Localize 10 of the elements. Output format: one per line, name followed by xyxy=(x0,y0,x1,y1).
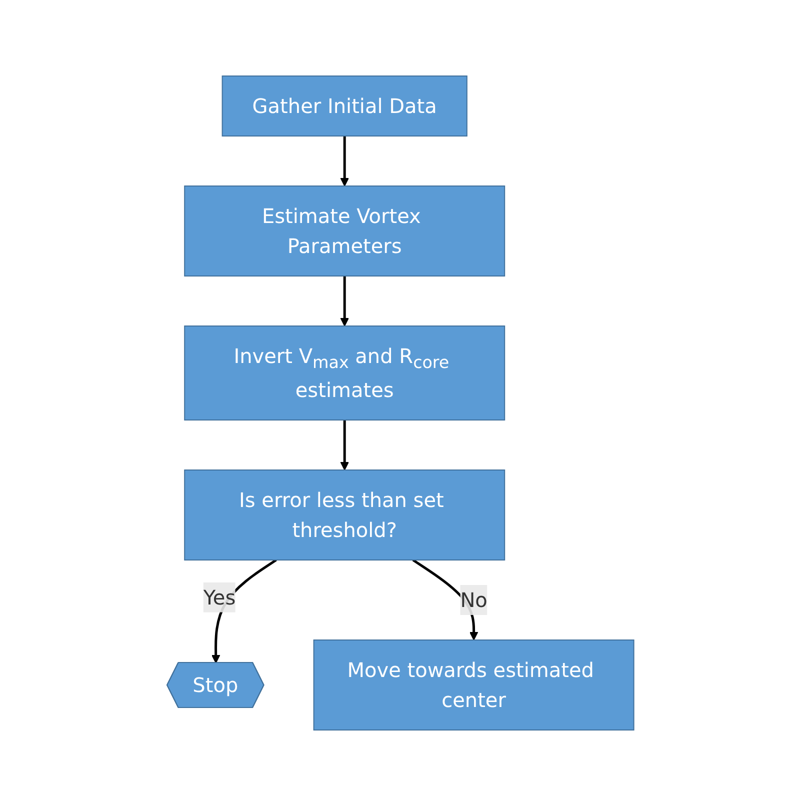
arrow xyxy=(340,420,349,470)
node-box: Is error less than set threshold? xyxy=(184,469,505,560)
edge-label: Yes xyxy=(202,584,236,609)
node-box: Gather Initial Data xyxy=(221,75,467,136)
arrow xyxy=(340,276,349,326)
node-box: Estimate Vortex Parameters xyxy=(184,185,505,276)
edge-label: No xyxy=(460,588,487,612)
node-box: Move towards estimated center xyxy=(312,639,634,730)
node-box: Invert V$_{max}$ and R$_{core}$ estimates xyxy=(184,325,505,420)
arrow xyxy=(340,136,349,186)
